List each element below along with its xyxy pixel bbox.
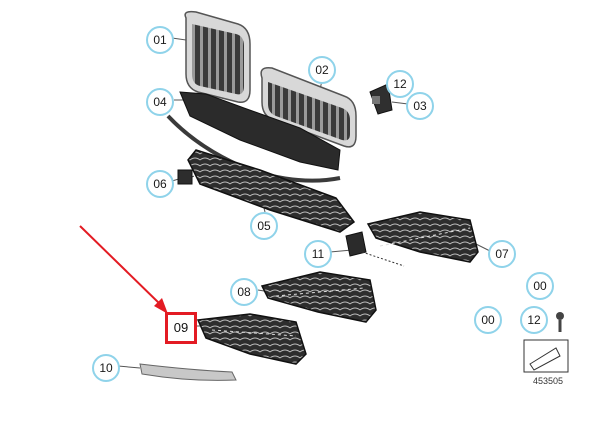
- image-number: 453505: [533, 376, 564, 386]
- part-left-kidney-grille: [184, 10, 251, 103]
- callout-09-highlighted: 09: [165, 312, 197, 344]
- part-left-side-grille: [260, 271, 377, 323]
- callout-12: 12: [520, 306, 548, 334]
- callout-00-top: 00: [526, 272, 554, 300]
- legend-symbol-box: [523, 339, 569, 373]
- part-small-bracket: [345, 231, 405, 267]
- callout-01: 01: [146, 26, 174, 54]
- part-trim-strip: [139, 363, 237, 381]
- callout-10: 10: [92, 354, 120, 382]
- part-bracket: [369, 83, 393, 115]
- callout-06: 06: [146, 170, 174, 198]
- part-right-side-grille: [366, 211, 479, 263]
- screw-icon: [556, 312, 564, 332]
- callout-12-top: 12: [386, 70, 414, 98]
- callout-00: 00: [474, 306, 502, 334]
- callout-08: 08: [230, 278, 258, 306]
- highlight-arrow: [79, 225, 168, 314]
- callout-04: 04: [146, 88, 174, 116]
- callout-02: 02: [308, 56, 336, 84]
- callout-07: 07: [488, 240, 516, 268]
- part-lower-grille: [187, 149, 356, 233]
- callout-05: 05: [250, 212, 278, 240]
- part-lower-left-grille: [196, 313, 307, 365]
- callout-03: 03: [406, 92, 434, 120]
- callout-11: 11: [304, 240, 332, 268]
